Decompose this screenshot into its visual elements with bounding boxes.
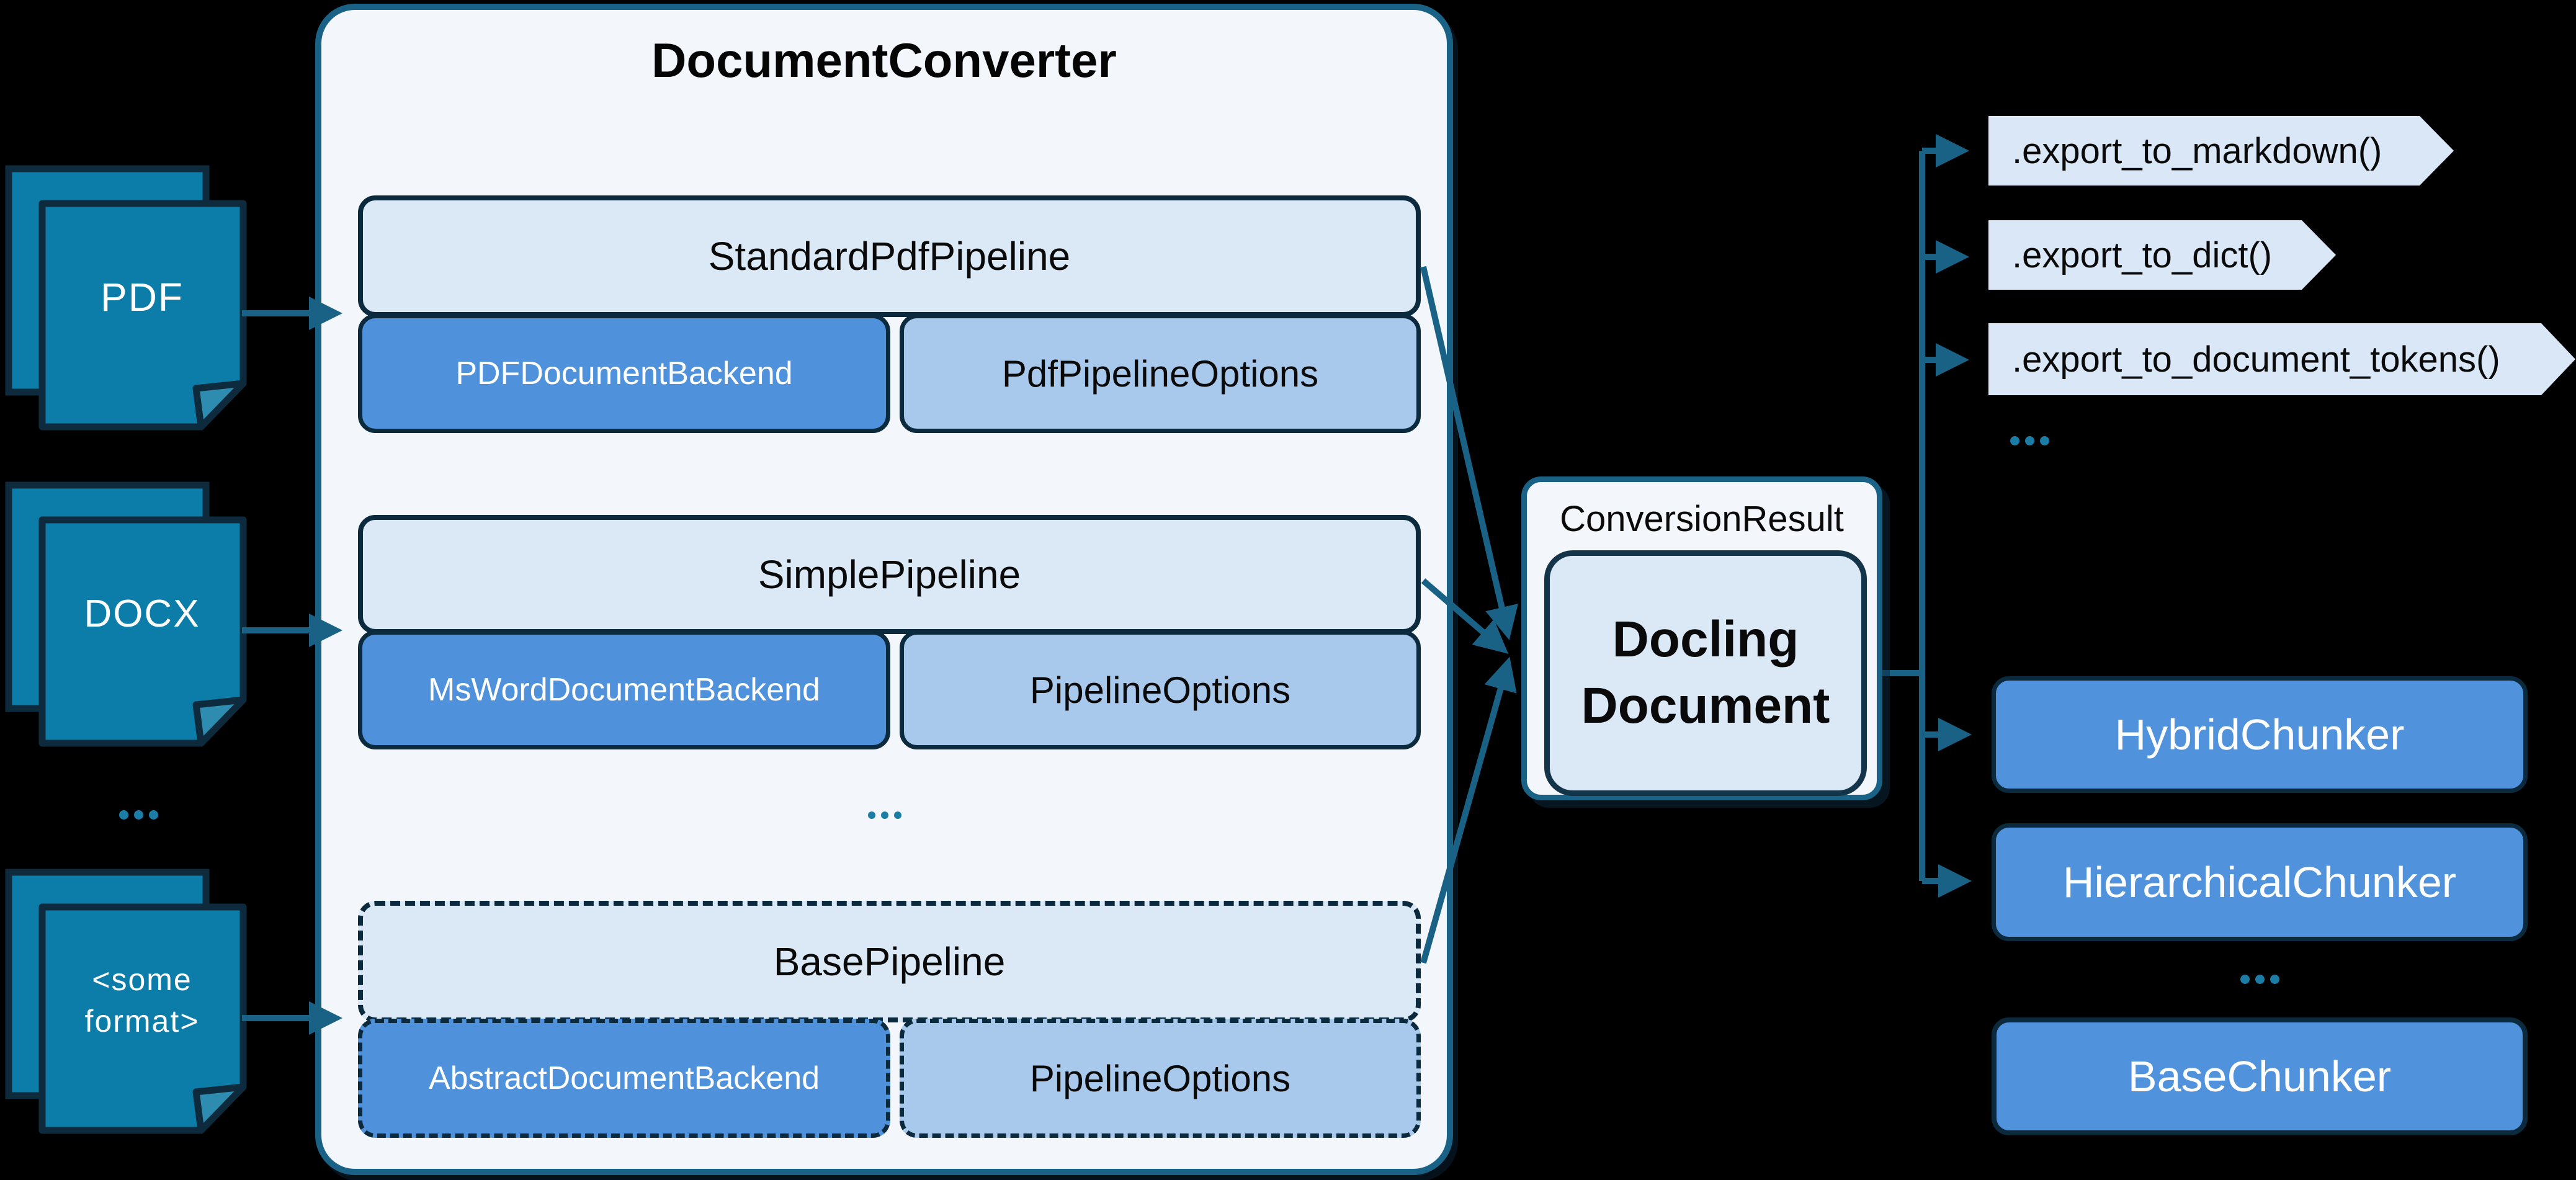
msword-document-backend-box: MsWordDocumentBackend	[358, 630, 890, 749]
base-pipeline-options-box: PipelineOptions	[900, 1019, 1421, 1138]
pdf-label: PDF	[101, 275, 184, 320]
docx-label: DOCX	[84, 592, 200, 635]
simple-pipeline-label: SimplePipeline	[758, 552, 1021, 597]
msword-document-backend-label: MsWordDocumentBackend	[428, 672, 820, 708]
pipeline-options-box: PipelineOptions	[900, 630, 1421, 749]
docling-document-box: Docling Document	[1544, 550, 1867, 796]
abstract-document-backend-box: AbstractDocumentBackend	[358, 1019, 890, 1138]
hybrid-chunker-box: HybridChunker	[1992, 676, 2528, 793]
pdf-document-backend-box: PDFDocumentBackend	[358, 314, 890, 433]
pdf-document-icon: PDF	[5, 165, 248, 431]
conversion-result-box: ConversionResult Docling Document	[1521, 476, 1882, 800]
some-format-label: <some format>	[84, 962, 200, 1039]
base-pipeline-box: BasePipeline	[358, 901, 1421, 1022]
exports-ellipsis-icon	[2009, 436, 2050, 445]
sources-ellipsis-icon	[118, 810, 159, 820]
converter-ellipsis-icon	[866, 810, 903, 820]
docling-document-label: Docling Document	[1581, 611, 1830, 734]
export-to-document-tokens-tag: .export_to_document_tokens()	[1988, 323, 2575, 395]
conversion-result-label: ConversionResult	[1560, 499, 1844, 539]
simple-pipeline-box: SimplePipeline	[358, 515, 1421, 634]
pdf-document-backend-label: PDFDocumentBackend	[455, 355, 793, 391]
base-chunker-label: BaseChunker	[2127, 1052, 2392, 1101]
abstract-document-backend-label: AbstractDocumentBackend	[428, 1060, 820, 1096]
base-chunker-box: BaseChunker	[1992, 1017, 2528, 1135]
some-format-document-icon: <some format>	[5, 869, 248, 1134]
standard-pdf-pipeline-box: StandardPdfPipeline	[358, 195, 1421, 317]
pipeline-options-label: PipelineOptions	[1029, 669, 1291, 711]
export-to-dict-label: .export_to_dict()	[2012, 235, 2273, 275]
export-to-markdown-label: .export_to_markdown()	[2012, 130, 2382, 171]
pdf-pipeline-options-box: PdfPipelineOptions	[900, 314, 1421, 433]
chunkers-ellipsis-icon	[2239, 974, 2280, 984]
export-to-markdown-tag: .export_to_markdown()	[1988, 116, 2454, 185]
arrow-standardpipeline-to-result	[1420, 266, 1518, 640]
arrow-basepipeline-to-result	[1420, 656, 1517, 964]
export-to-document-tokens-label: .export_to_document_tokens()	[2012, 339, 2500, 380]
export-to-dict-tag: .export_to_dict()	[1988, 220, 2336, 290]
document-converter-title: DocumentConverter	[651, 33, 1117, 87]
docx-document-icon: DOCX	[5, 481, 248, 747]
hierarchical-chunker-label: HierarchicalChunker	[2062, 858, 2457, 906]
hierarchical-chunker-box: HierarchicalChunker	[1992, 823, 2528, 941]
base-pipeline-label: BasePipeline	[773, 939, 1006, 984]
hybrid-chunker-label: HybridChunker	[2114, 710, 2405, 759]
base-pipeline-options-label: PipelineOptions	[1029, 1057, 1291, 1099]
pdf-pipeline-options-label: PdfPipelineOptions	[1001, 352, 1319, 395]
arrow-simplepipeline-to-result	[1421, 578, 1509, 654]
standard-pdf-pipeline-label: StandardPdfPipeline	[708, 234, 1071, 279]
